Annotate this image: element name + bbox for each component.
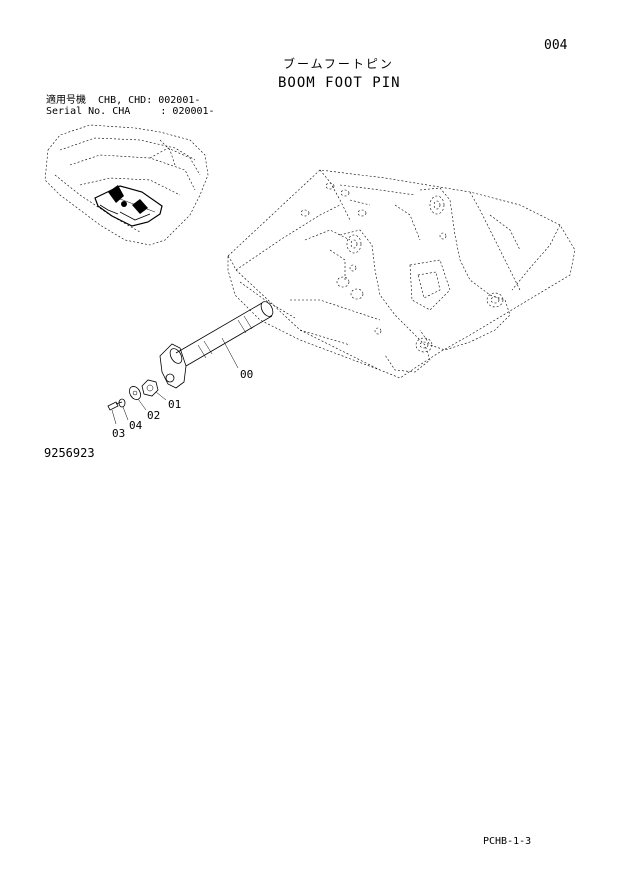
callout-00: 00 bbox=[240, 368, 253, 381]
title-japanese: ブームフートピン bbox=[283, 57, 394, 71]
drawing-number: 9256923 bbox=[44, 446, 95, 460]
title-english: BOOM FOOT PIN bbox=[278, 75, 401, 91]
callout-04: 04 bbox=[129, 419, 143, 432]
callout-01: 01 bbox=[168, 398, 181, 411]
machine-overview-thumbnail bbox=[44, 124, 209, 246]
sheet-code: PCHB-1-3 bbox=[483, 836, 532, 847]
callout-03: 03 bbox=[112, 427, 125, 440]
main-frame-drawing bbox=[227, 169, 576, 379]
page-number: 004 bbox=[544, 38, 568, 53]
serial-applicability-line: 適用号機 CHB, CHD: 002001- bbox=[46, 95, 201, 106]
serial-number-line: Serial No. CHA : 020001- bbox=[46, 106, 215, 117]
callout-02: 02 bbox=[147, 409, 160, 422]
boom-foot-pin-drawing bbox=[107, 301, 274, 425]
